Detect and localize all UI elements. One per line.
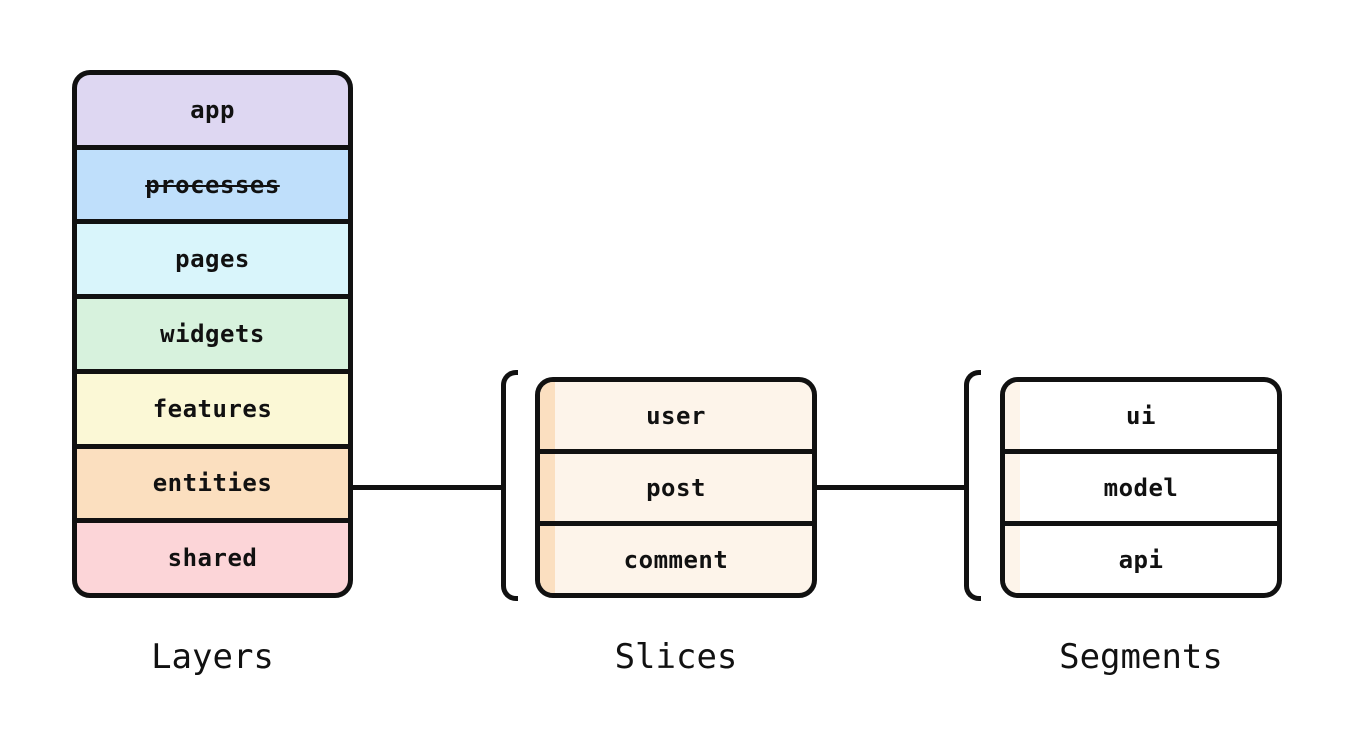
segments-bracket-icon [964,370,981,601]
layer-label-features: features [152,394,273,423]
layer-label-widgets: widgets [160,320,265,349]
layer-row-entities: entities [77,448,348,524]
slice-row-user: user [540,382,812,454]
layer-row-pages: pages [77,224,348,300]
layer-label-entities: entities [152,469,273,498]
layer-row-widgets: widgets [77,299,348,374]
segment-label-api: api [1118,545,1164,574]
slice-label-post: post [646,473,706,502]
layer-row-features: features [77,373,348,449]
layer-row-shared: shared [77,523,348,593]
layer-label-processes: processes [145,170,280,199]
layers-stack: app processes pages widgets features ent… [72,70,353,598]
segment-row-api: api [1005,526,1277,593]
slice-row-strip [540,454,555,521]
layer-row-app: app [77,75,348,150]
slice-label-comment: comment [623,545,729,574]
segment-label-model: model [1103,473,1179,502]
connector-slices-to-segments [815,485,968,490]
slice-row-post: post [540,454,812,526]
segment-row-strip [1005,382,1020,449]
slice-row-strip [540,382,555,449]
segments-caption: Segments [1059,637,1223,677]
layer-label-app: app [190,95,235,124]
layer-label-pages: pages [175,245,250,274]
slice-row-strip [540,526,555,593]
connector-entities-to-slices [353,485,504,490]
segment-row-strip [1005,526,1020,593]
slice-row-comment: comment [540,526,812,593]
layer-row-processes: processes [77,149,348,225]
layers-caption: Layers [151,637,274,677]
layer-label-shared: shared [167,544,258,573]
segment-label-ui: ui [1126,401,1156,430]
segments-box: ui model api [1000,377,1282,598]
slices-box: user post comment [535,377,817,598]
segment-row-model: model [1005,454,1277,526]
slices-caption: Slices [614,637,738,677]
segment-row-ui: ui [1005,382,1277,454]
slices-bracket-icon [501,370,518,601]
slice-label-user: user [646,401,706,430]
segment-row-strip [1005,454,1020,521]
